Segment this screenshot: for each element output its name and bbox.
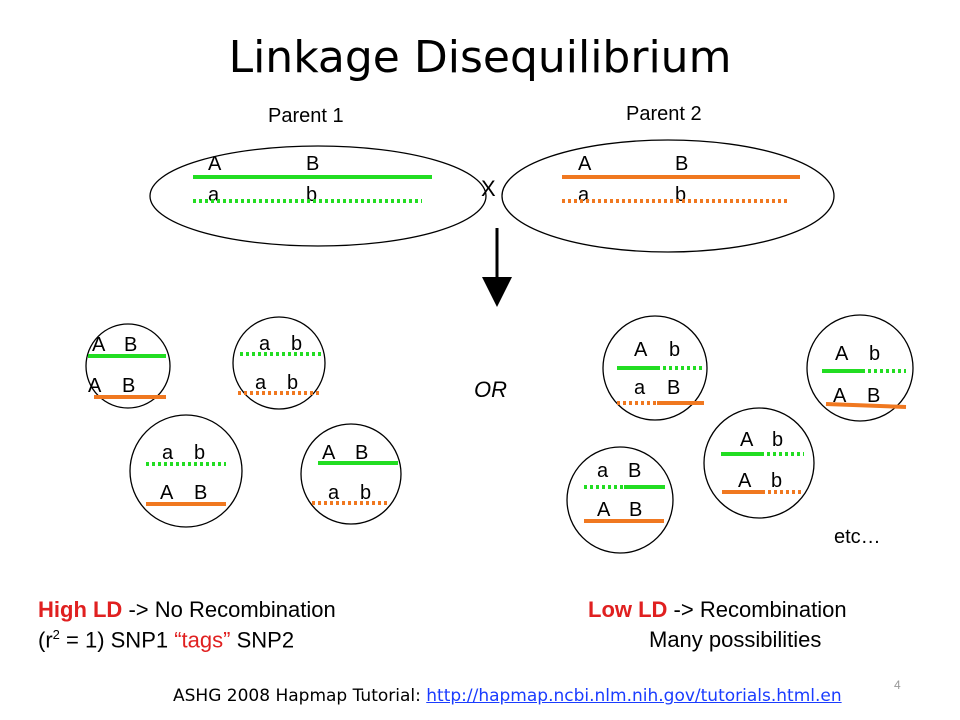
- high-ld-caption-line2: (r2 = 1) SNP1 “tags” SNP2: [38, 627, 294, 653]
- high-ld-description: -> No Recombination: [122, 597, 336, 622]
- allele-label: B: [124, 334, 137, 356]
- or-label: OR: [474, 377, 507, 402]
- offspring-cell: [300, 423, 402, 525]
- offspring-cell: [806, 314, 914, 422]
- chromosome-segment: [825, 402, 907, 409]
- offspring-cell: [703, 407, 815, 519]
- offspring-cell: [129, 414, 243, 528]
- allele-label: A: [835, 343, 849, 365]
- tags-term: “tags”: [174, 627, 231, 653]
- parent2-label: Parent 2: [626, 103, 702, 125]
- cross-symbol: X: [481, 176, 496, 201]
- allele-label: a: [597, 460, 609, 482]
- high-ld-caption-line1: High LD -> No Recombination: [38, 597, 336, 623]
- offspring-cell: [232, 316, 326, 410]
- parent2-cell: [501, 139, 835, 253]
- r-squared-value: = 1) SNP1: [59, 627, 175, 653]
- allele-label: b: [287, 372, 298, 394]
- p2-allele-A: A: [578, 153, 592, 175]
- p1-allele-b: b: [306, 184, 317, 206]
- offspring-cell: [85, 323, 171, 409]
- high-ld-term: High LD: [38, 597, 123, 622]
- low-ld-caption-line2: Many possibilities: [649, 627, 822, 652]
- p2-allele-B: B: [675, 153, 688, 175]
- allele-label: B: [628, 460, 641, 482]
- allele-label: a: [328, 482, 340, 504]
- p1-allele-A: A: [208, 153, 222, 175]
- allele-label: A: [92, 334, 106, 356]
- r-squared-exponent: 2: [52, 627, 60, 642]
- allele-label: b: [194, 442, 205, 464]
- allele-label: A: [88, 375, 102, 397]
- parent1-cell: [149, 145, 487, 247]
- allele-label: b: [360, 482, 371, 504]
- allele-label: B: [867, 385, 880, 407]
- allele-label: b: [669, 339, 680, 361]
- allele-label: A: [160, 482, 174, 504]
- allele-label: a: [255, 372, 267, 394]
- p1-allele-B: B: [306, 153, 319, 175]
- allele-label: B: [629, 499, 642, 521]
- allele-label: A: [738, 470, 752, 492]
- r-squared-prefix: (r: [38, 627, 53, 653]
- allele-label: B: [667, 377, 680, 399]
- p2-allele-b: b: [675, 184, 686, 206]
- allele-label: b: [772, 429, 783, 451]
- snp2-label: SNP2: [230, 627, 295, 653]
- slide-title: Linkage Disequilibrium: [228, 32, 732, 83]
- allele-label: b: [869, 343, 880, 365]
- allele-label: B: [355, 442, 368, 464]
- offspring-cell: [602, 315, 708, 421]
- allele-label: a: [634, 377, 646, 399]
- footer-text: ASHG 2008 Hapmap Tutorial:: [173, 686, 427, 706]
- etc-label: etc…: [834, 526, 881, 548]
- parent1-label: Parent 1: [268, 105, 344, 127]
- allele-label: A: [634, 339, 648, 361]
- allele-label: b: [771, 470, 782, 492]
- low-ld-caption-line1: Low LD -> Recombination: [588, 597, 847, 623]
- allele-label: A: [740, 429, 754, 451]
- footer: ASHG 2008 Hapmap Tutorial: http://hapmap…: [173, 686, 842, 706]
- low-ld-term: Low LD: [588, 597, 668, 622]
- offspring-cell: [566, 446, 674, 554]
- low-ld-description: -> Recombination: [667, 597, 847, 622]
- allele-label: A: [322, 442, 336, 464]
- tutorial-link[interactable]: http://hapmap.ncbi.nlm.nih.gov/tutorials…: [426, 686, 842, 706]
- allele-label: A: [833, 385, 847, 407]
- allele-label: b: [291, 333, 302, 355]
- allele-label: a: [259, 333, 271, 355]
- allele-label: B: [122, 375, 135, 397]
- allele-label: a: [162, 442, 174, 464]
- allele-label: A: [597, 499, 611, 521]
- allele-label: B: [194, 482, 207, 504]
- page-number: 4: [894, 678, 901, 692]
